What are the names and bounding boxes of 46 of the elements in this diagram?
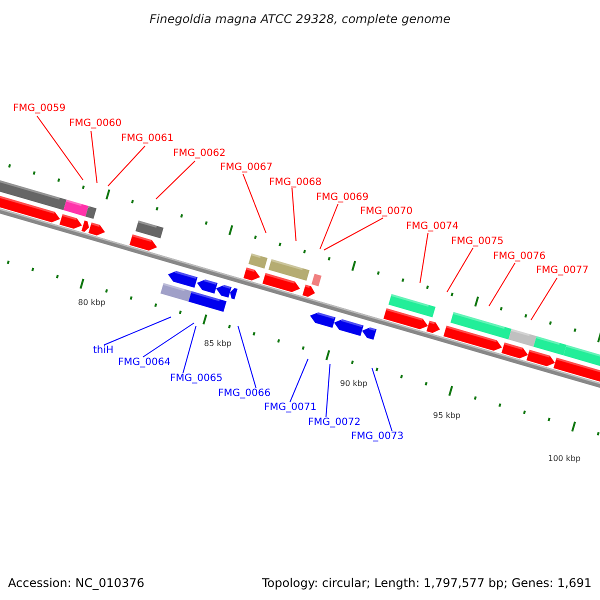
- gene-label: FMG_0071: [264, 402, 317, 414]
- gene-label: FMG_0075: [451, 236, 504, 248]
- leader-line: [446, 248, 474, 292]
- gene-label: FMG_0072: [308, 417, 361, 429]
- scale-label: 100 kbp: [548, 453, 581, 465]
- leader-line: [530, 278, 558, 320]
- scale-label: 85 kbp: [204, 338, 232, 350]
- leader-line: [142, 322, 194, 358]
- footer-text: Accession: NC_010376: [8, 575, 144, 592]
- leader-line: [292, 188, 296, 242]
- leader-line: [104, 316, 172, 346]
- gene-label: FMG_0069: [316, 192, 369, 204]
- leader-line: [290, 358, 308, 402]
- scale-label: 95 kbp: [433, 410, 461, 422]
- gene-label: FMG_0066: [218, 388, 271, 400]
- leader-line: [420, 232, 428, 284]
- scale-label: 80 kbp: [78, 297, 106, 309]
- leader-line: [238, 326, 256, 388]
- gene-label: FMG_0061: [121, 133, 174, 145]
- gene-label: FMG_0077: [536, 265, 589, 277]
- gene-label: FMG_0062: [173, 148, 226, 160]
- gene-label: FMG_0076: [493, 251, 546, 263]
- gene-label: FMG_0073: [351, 431, 404, 443]
- leader-line: [326, 364, 330, 418]
- title: Finegoldia magna ATCC 29328, complete genome: [148, 11, 452, 28]
- gene-label: FMG_0065: [170, 373, 223, 385]
- leader-line: [488, 262, 516, 306]
- leader-line: [156, 160, 196, 200]
- scale-label: 90 kbp: [340, 378, 368, 390]
- gene-label: FMG_0064: [118, 357, 171, 369]
- leader-line: [372, 368, 392, 432]
- gene-label: FMG_0068: [269, 177, 322, 189]
- gene-label: FMG_0067: [220, 162, 273, 174]
- gene-label: FMG_0060: [69, 118, 122, 130]
- gene-label: FMG_0059: [13, 103, 66, 115]
- leader-line: [108, 146, 146, 186]
- gene-label: FMG_0074: [406, 221, 459, 233]
- leader-line: [90, 130, 98, 184]
- leader-line: [320, 204, 338, 250]
- footer-text: Topology: circular; Length: 1,797,577 bp; Genes: 1,691: [262, 575, 592, 592]
- leader-line: [324, 218, 384, 250]
- leader-line: [182, 326, 196, 374]
- leader-line: [36, 116, 84, 180]
- leader-line: [242, 174, 266, 234]
- gene-label: FMG_0070: [360, 206, 413, 218]
- gene-label: thiH: [93, 345, 114, 357]
